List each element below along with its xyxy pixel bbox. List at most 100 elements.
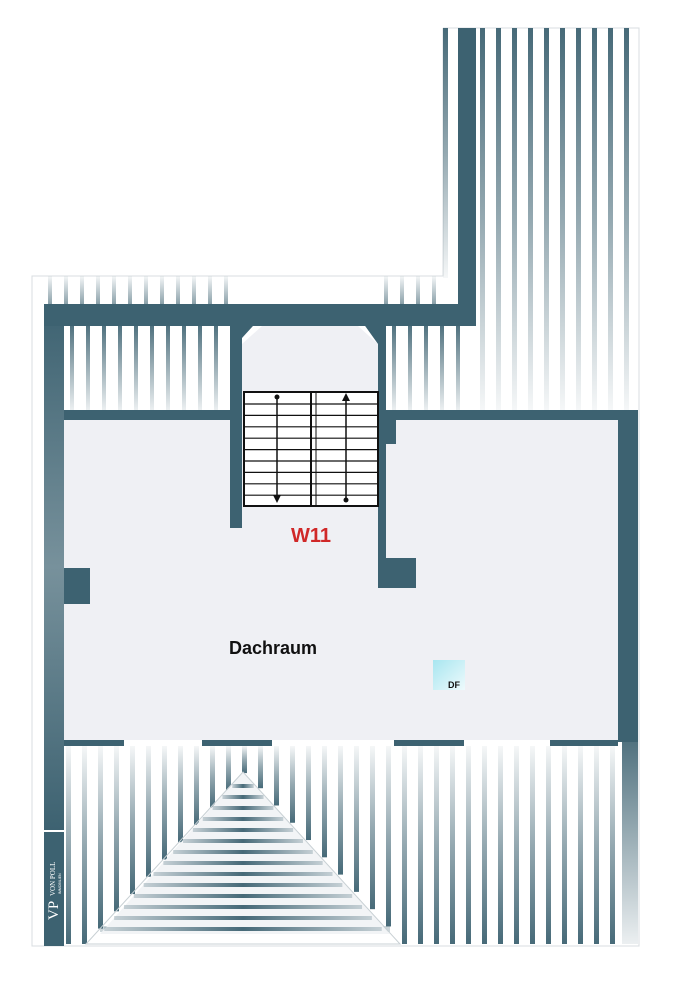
- roof-stripe: [192, 276, 196, 304]
- roof-stripe: [166, 326, 170, 410]
- roof-stripe: [160, 276, 164, 304]
- roof-stripe: [198, 326, 202, 410]
- roof-stripe: [226, 746, 231, 791]
- logo-name: VON POLL: [49, 862, 57, 896]
- walls: [44, 28, 638, 946]
- roof-stripe: [402, 746, 407, 944]
- roof-stripe: [102, 326, 106, 410]
- attic-floor: [64, 392, 618, 740]
- roof-stripe: [512, 28, 517, 410]
- roof-stripe: [456, 326, 460, 410]
- roof-stripe: [210, 746, 215, 808]
- gable-stripe: [183, 839, 303, 843]
- gable-stripe: [114, 916, 372, 920]
- gable-stripe: [143, 883, 343, 887]
- roof-stripe: [338, 746, 343, 875]
- roof-stripe: [162, 746, 167, 860]
- roof-stripe: [214, 326, 218, 410]
- roof-stripe: [98, 746, 103, 929]
- roof-stripe: [528, 28, 533, 410]
- roof-stripe: [274, 746, 279, 806]
- roof-stripe: [354, 746, 359, 892]
- roof-stripe: [562, 746, 567, 944]
- roof-stripe: [482, 746, 487, 944]
- roof-stripe: [178, 746, 183, 843]
- roof-stripe: [86, 326, 90, 410]
- stair-hall-floor: [242, 326, 378, 392]
- roof-stripe: [578, 746, 583, 944]
- gable-stripe: [202, 817, 284, 821]
- roof-stripe: [450, 746, 455, 944]
- stair-treads: [244, 403, 378, 496]
- roof-stripe: [576, 28, 581, 410]
- von-poll-logo: VP VON POLL IMMOBILIEN: [44, 832, 64, 926]
- roof-stripe: [322, 746, 327, 858]
- roof-stripe: [514, 746, 519, 944]
- gable-stripe: [212, 806, 274, 810]
- roof-stripe: [408, 326, 412, 410]
- roof-stripe: [496, 28, 501, 410]
- skylight-label: DF: [448, 680, 460, 690]
- roof-stripe: [466, 746, 471, 944]
- roof-stripe: [386, 746, 391, 927]
- gable-stripe: [173, 850, 313, 854]
- roof-stripe: [290, 746, 295, 823]
- gable-stripe: [133, 894, 353, 898]
- roof-stripe: [434, 746, 439, 944]
- roof-stripe: [194, 746, 199, 825]
- roof-stripe: [416, 276, 420, 304]
- roof-stripe: [592, 28, 597, 410]
- gable-stripe: [222, 795, 264, 799]
- gable-stripe: [232, 784, 254, 788]
- roof-stripe: [400, 276, 404, 304]
- logo-monogram: VP: [46, 901, 62, 920]
- gable-stripe: [104, 927, 382, 931]
- room-label: Dachraum: [229, 638, 317, 658]
- roof-stripe: [610, 746, 615, 944]
- roof-stripe: [182, 326, 186, 410]
- roof-stripe: [82, 746, 87, 944]
- roof-stripe: [48, 276, 52, 304]
- roof-stripe: [530, 746, 535, 944]
- roof-stripe: [66, 746, 71, 944]
- roof-stripe: [80, 276, 84, 304]
- roof-stripe: [443, 28, 448, 278]
- gable-stripe: [192, 828, 294, 832]
- roof-stripe: [130, 746, 135, 895]
- roof-stripe: [208, 276, 212, 304]
- roof-stripe: [118, 326, 122, 410]
- roof-stripe: [144, 276, 148, 304]
- roof-stripe: [546, 746, 551, 944]
- roof-stripe: [112, 276, 116, 304]
- roof-stripe: [498, 746, 503, 944]
- roof-stripe: [440, 326, 444, 410]
- logo-subtitle: IMMOBILIEN: [58, 873, 62, 894]
- roof-stripe: [392, 326, 396, 410]
- roof-stripe: [384, 276, 388, 304]
- roof-stripe: [242, 746, 247, 774]
- skylight-window: [433, 660, 465, 690]
- roof-stripe: [544, 28, 549, 410]
- roof-stripe: [306, 746, 311, 841]
- gable-stripe: [123, 905, 363, 909]
- roof-gable: [84, 771, 402, 945]
- roof-stripes-top: [48, 276, 460, 410]
- roof-stripe: [150, 326, 154, 410]
- roof-stripe: [128, 276, 132, 304]
- roof-stripe: [70, 326, 74, 410]
- roof-stripes-bottom: [66, 746, 615, 944]
- roof-stripe: [114, 746, 119, 912]
- staircase: [243, 391, 379, 507]
- unit-label: W11: [291, 525, 331, 547]
- roof-stripe: [560, 28, 565, 410]
- gable-stripe: [153, 872, 333, 876]
- roof-stripe: [96, 276, 100, 304]
- roof-stripe: [594, 746, 599, 944]
- roof-stripe: [480, 28, 485, 410]
- roof-stripe: [134, 326, 138, 410]
- roof-stripe: [424, 326, 428, 410]
- roof-stripe: [224, 276, 228, 304]
- roof-stripe: [432, 276, 436, 304]
- roof-stripe: [64, 276, 68, 304]
